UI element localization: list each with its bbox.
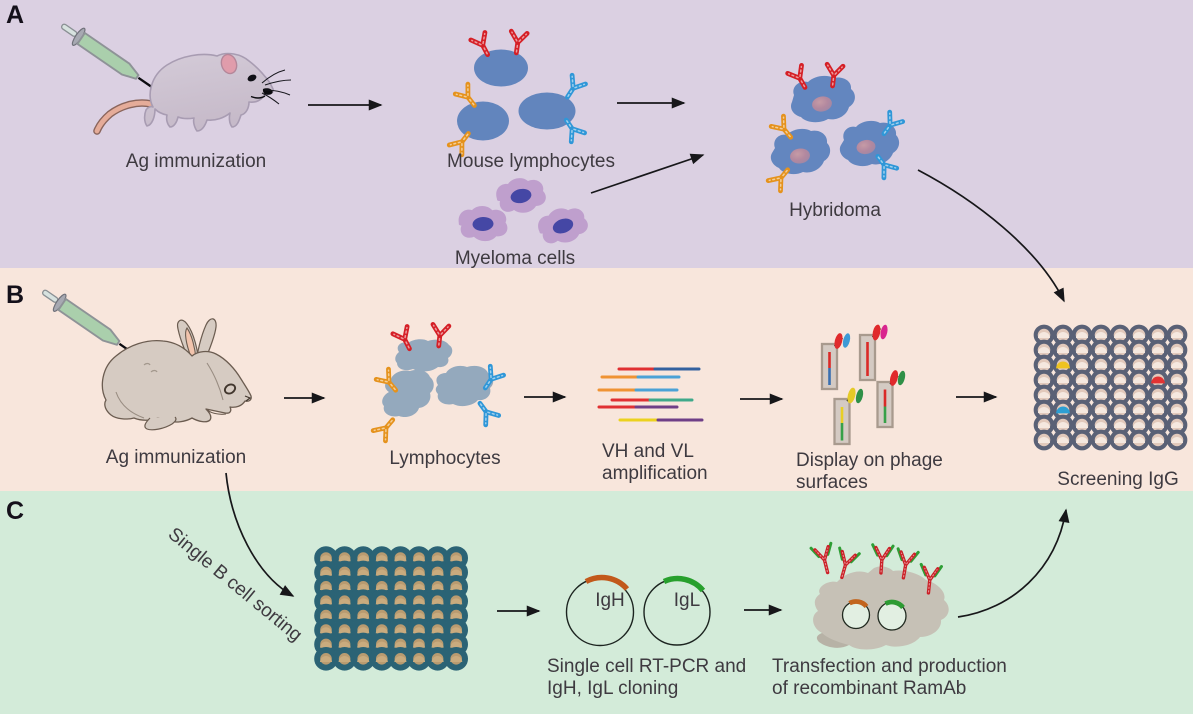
svg-text:Ag immunization: Ag immunization [126, 151, 266, 172]
svg-text:IgL: IgL [674, 590, 700, 611]
svg-text:surfaces: surfaces [796, 472, 868, 493]
svg-text:B: B [6, 281, 24, 309]
svg-text:Screening IgG: Screening IgG [1057, 469, 1178, 490]
svg-text:Mouse lymphocytes: Mouse lymphocytes [447, 151, 615, 172]
svg-text:C: C [6, 497, 24, 525]
svg-text:Single cell RT-PCR and: Single cell RT-PCR and [547, 656, 746, 677]
svg-text:Transfection and production: Transfection and production [772, 656, 1007, 677]
svg-text:of recombinant RamAb: of recombinant RamAb [772, 678, 966, 699]
svg-text:Hybridoma: Hybridoma [789, 200, 881, 221]
svg-text:VH and VL: VH and VL [602, 441, 694, 462]
svg-text:IgH, IgL cloning: IgH, IgL cloning [547, 678, 678, 699]
svg-text:amplification: amplification [602, 463, 708, 484]
svg-text:Ag immunization: Ag immunization [106, 447, 246, 468]
svg-text:Display on phage: Display on phage [796, 450, 943, 471]
svg-text:A: A [6, 1, 24, 29]
svg-text:Lymphocytes: Lymphocytes [389, 448, 500, 469]
svg-text:IgH: IgH [595, 590, 625, 611]
svg-text:Myeloma cells: Myeloma cells [455, 248, 575, 269]
